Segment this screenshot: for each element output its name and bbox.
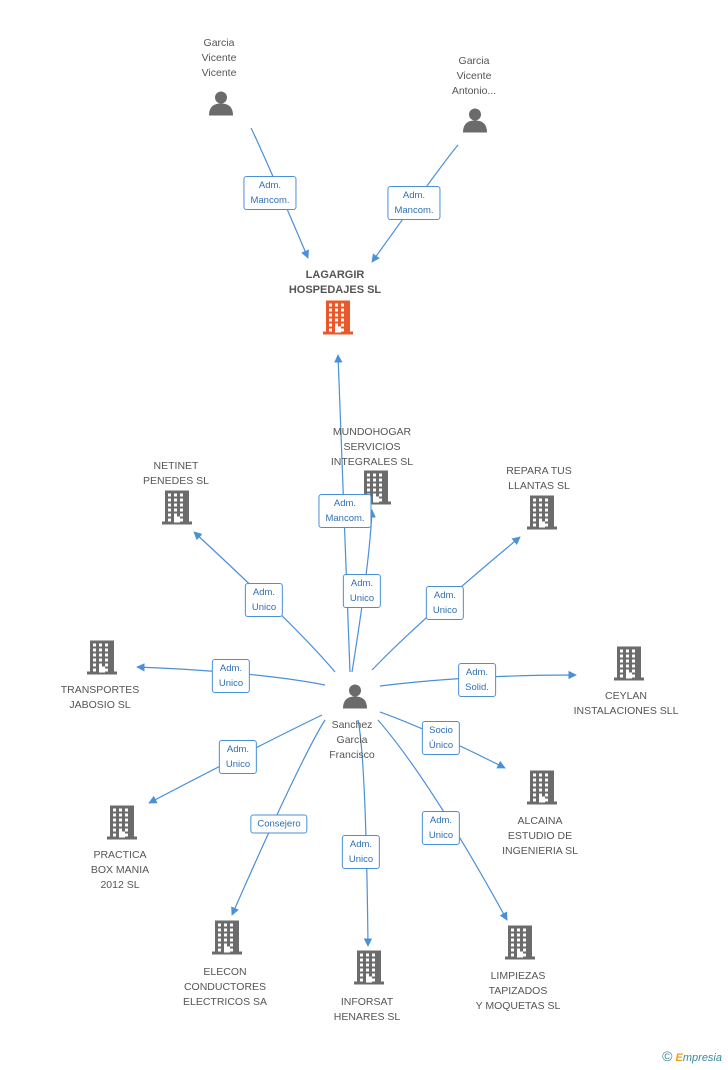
building-icon[interactable] bbox=[614, 646, 644, 686]
company-name-label[interactable]: TRANSPORTES JABOSIO SL bbox=[60, 684, 140, 711]
relation-label[interactable]: Adm. Unico bbox=[244, 583, 284, 617]
relation-label[interactable]: Socio Único bbox=[421, 721, 461, 755]
company-name-label[interactable]: NETINET PENEDES SL bbox=[143, 460, 209, 487]
relation-label[interactable]: Adm. Unico bbox=[341, 835, 381, 869]
building-icon[interactable] bbox=[505, 925, 535, 965]
relation-edge bbox=[357, 719, 373, 947]
brand-name: mpresia bbox=[682, 1052, 722, 1064]
building-icon[interactable] bbox=[162, 490, 192, 530]
building-icon[interactable] bbox=[527, 770, 557, 810]
relation-edge bbox=[250, 127, 309, 259]
building-icon[interactable] bbox=[107, 805, 137, 845]
relation-label[interactable]: Adm. Mancom. bbox=[243, 176, 297, 210]
building-icon[interactable] bbox=[212, 920, 242, 960]
company-name-label[interactable]: ELECON CONDUCTORES ELECTRICOS SA bbox=[182, 966, 268, 1008]
company-name-label[interactable]: CEYLAN INSTALACIONES SLL bbox=[573, 690, 679, 717]
brand-initial: E bbox=[675, 1052, 683, 1064]
company-name-label[interactable]: PRACTICA BOX MANIA 2012 SL bbox=[90, 849, 150, 891]
company-name-label[interactable]: LIMPIEZAS TAPIZADOS Y MOQUETAS SL bbox=[475, 970, 561, 1012]
company-name-label[interactable]: ALCAINA ESTUDIO DE INGENIERIA SL bbox=[502, 815, 578, 857]
relation-edge bbox=[377, 719, 508, 921]
person-name-label[interactable]: Garcia Vicente Antonio... bbox=[451, 55, 497, 97]
relation-label[interactable]: Adm. Unico bbox=[342, 574, 382, 608]
person-name-label[interactable]: Garcia Vicente Vicente bbox=[201, 37, 237, 79]
person-icon[interactable] bbox=[207, 89, 235, 122]
building-icon[interactable] bbox=[527, 495, 557, 535]
copyright-symbol: © bbox=[662, 1048, 673, 1064]
relation-label[interactable]: Adm. Unico bbox=[421, 811, 461, 845]
relation-label[interactable]: Adm. Unico bbox=[218, 740, 258, 774]
relation-label[interactable]: Adm. Mancom. bbox=[387, 186, 441, 220]
company-name-label[interactable]: LAGARGIR HOSPEDAJES SL bbox=[288, 269, 382, 296]
company-name-label[interactable]: REPARA TUS LLANTAS SL bbox=[506, 465, 572, 492]
person-icon[interactable] bbox=[461, 106, 489, 139]
relation-label[interactable]: Adm. Mancom. bbox=[318, 494, 372, 528]
target-company-building-icon[interactable] bbox=[323, 300, 353, 340]
relation-edge bbox=[231, 719, 326, 916]
relation-label[interactable]: Adm. Unico bbox=[425, 586, 465, 620]
relation-label[interactable]: Consejero bbox=[250, 814, 308, 834]
relation-label[interactable]: Adm. Unico bbox=[211, 659, 251, 693]
company-name-label[interactable]: INFORSAT HENARES SL bbox=[333, 996, 401, 1023]
empresia-logo: © Empresia bbox=[662, 1048, 722, 1064]
relation-edge bbox=[193, 531, 336, 673]
person-icon[interactable] bbox=[341, 682, 369, 715]
building-icon[interactable] bbox=[87, 640, 117, 680]
person-name-label[interactable]: Sanchez Garcia Francisco bbox=[329, 719, 375, 761]
company-name-label[interactable]: MUNDOHOGAR SERVICIOS INTEGRALES SL bbox=[330, 426, 414, 468]
building-icon[interactable] bbox=[354, 950, 384, 990]
relation-label[interactable]: Adm. Solid. bbox=[458, 663, 496, 697]
relation-edge bbox=[371, 144, 459, 263]
